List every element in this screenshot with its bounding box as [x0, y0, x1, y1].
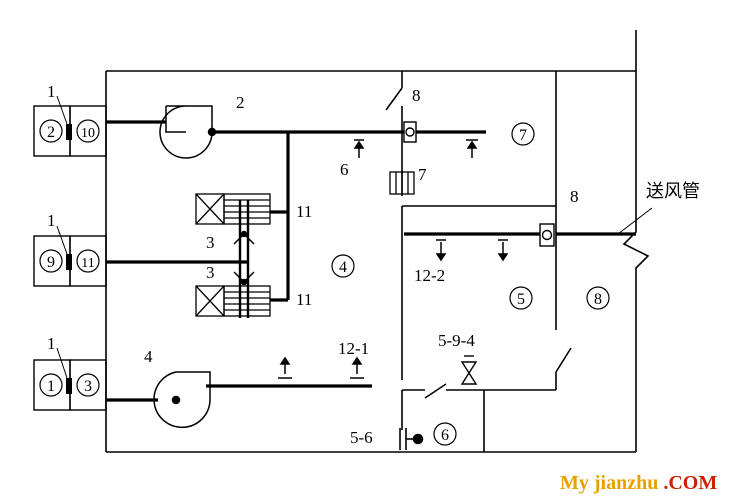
supply-leader [617, 207, 653, 235]
partition-room6-wall [401, 390, 485, 452]
circled-text-10: 10 [81, 126, 95, 141]
door-room6 [424, 383, 447, 399]
leader-1c [56, 347, 68, 379]
watermark-logo: My jianzhu .COM [560, 472, 717, 494]
circle-9 [39, 249, 63, 273]
leader-1a [56, 95, 68, 125]
circled-text-6: 6 [441, 427, 449, 444]
circled-text-8: 8 [594, 291, 602, 308]
arrow-down-12-2a [435, 239, 447, 262]
svg-text:My jianzhu .COM: My jianzhu .COM [560, 472, 717, 494]
label-1c: 1 [47, 334, 56, 353]
valve-5-9-4 [460, 355, 478, 385]
label-8a: 8 [412, 86, 421, 105]
circle-room7 [511, 122, 535, 146]
label-7: 7 [418, 165, 427, 184]
door-room8 [555, 347, 572, 373]
circle-room4 [331, 254, 355, 278]
circled-text-9: 9 [47, 254, 55, 271]
label-12-2: 12-2 [414, 266, 445, 285]
label-1a: 1 [47, 82, 56, 101]
arrow-up-room7 [466, 139, 478, 158]
circle-room8 [586, 286, 610, 310]
circled-text-11: 11 [81, 256, 94, 271]
label-4: 4 [144, 347, 153, 366]
circled-text-7: 7 [519, 127, 527, 144]
circled-text-5: 5 [517, 291, 525, 308]
circled-text-3: 3 [84, 378, 92, 395]
fire-damper-room5 [539, 223, 555, 247]
label-6: 6 [340, 160, 349, 179]
circle-room5 [509, 286, 533, 310]
label-1b: 1 [47, 211, 56, 230]
circled-text-1: 1 [47, 378, 55, 395]
arrow-up-12-1b [350, 356, 364, 379]
circle-3 [76, 373, 100, 397]
coil-bottom [195, 285, 271, 317]
valve-3-bottom [233, 271, 255, 286]
label-supply-duct: 送风管 [646, 181, 700, 201]
right-wall [622, 30, 650, 452]
watermark-text-1: My jianzhu [560, 472, 658, 494]
valve-3-top [233, 230, 255, 245]
circle-room6 [433, 422, 457, 446]
arrow-up-12-1a [278, 356, 292, 379]
circled-text-4: 4 [339, 259, 347, 276]
label-11a: 11 [296, 202, 312, 221]
fan-4 [153, 371, 211, 429]
damper-bot [66, 378, 72, 394]
leader-1b [56, 225, 68, 255]
label-11b: 11 [296, 290, 312, 309]
label-5-6: 5-6 [350, 428, 373, 447]
circle-11 [76, 249, 100, 273]
circle-1 [39, 373, 63, 397]
circle-10 [76, 119, 100, 143]
device-5-6 [399, 428, 424, 450]
fan-2 [159, 105, 217, 159]
label-3b: 3 [206, 263, 215, 282]
damper-mid [66, 254, 72, 270]
arrow-down-12-2b [497, 239, 509, 262]
label-8b: 8 [570, 187, 579, 206]
fire-damper-top [403, 121, 417, 143]
watermark-text-2: .COM [658, 472, 717, 494]
label-12-1: 12-1 [338, 339, 369, 358]
circled-text-2: 2 [47, 124, 55, 141]
grille-7 [389, 171, 415, 195]
damper-top [66, 124, 72, 140]
arrow-up-6 [353, 139, 365, 158]
label-2: 2 [236, 93, 245, 112]
coil-top [195, 193, 271, 225]
label-3a: 3 [206, 233, 215, 252]
label-5-9-4: 5-9-4 [438, 331, 475, 350]
circle-2 [39, 119, 63, 143]
door-top [385, 87, 403, 111]
